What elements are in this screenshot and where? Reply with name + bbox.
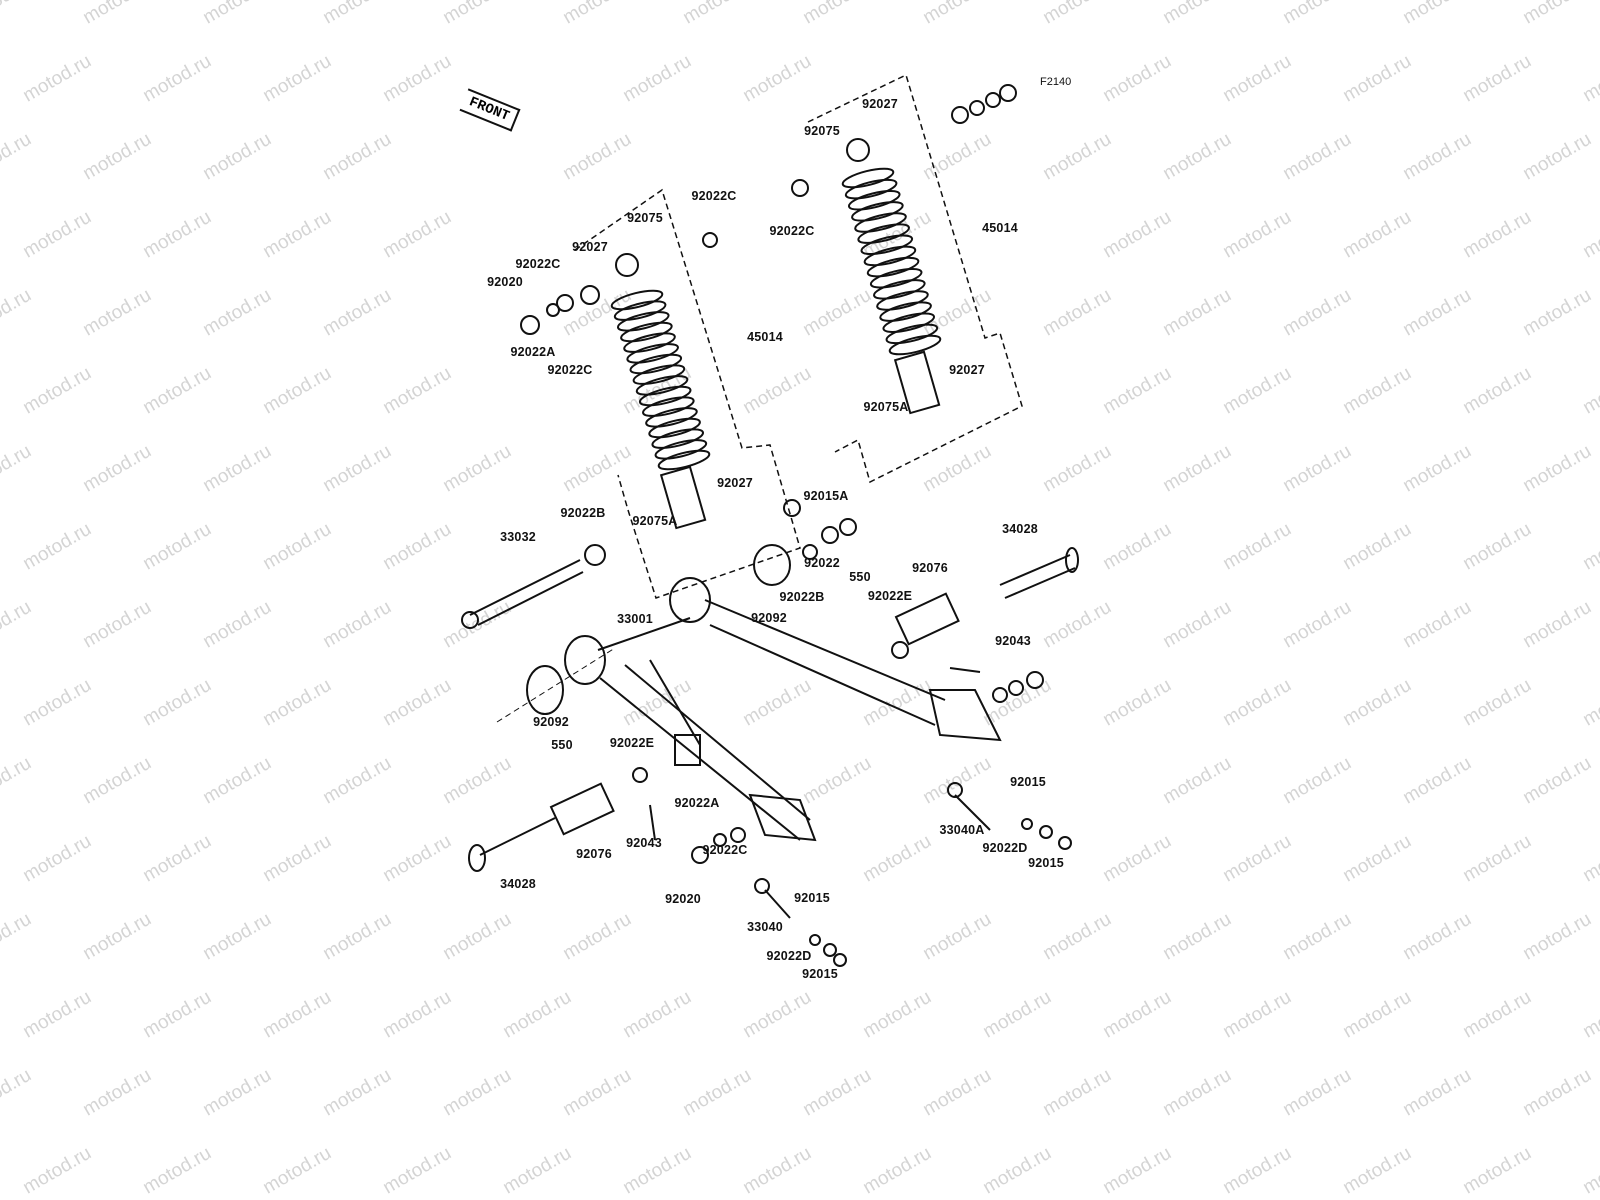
spring-coil <box>642 396 695 417</box>
shock-body <box>893 350 941 415</box>
spring-coil <box>869 267 923 289</box>
callout-label: 45014 <box>747 330 783 344</box>
spring-coil <box>635 375 689 396</box>
callout-label: 92020 <box>665 892 701 906</box>
callout-label: 33040 <box>747 920 783 934</box>
callout-label: 92015 <box>794 891 830 905</box>
spring-coil <box>847 190 901 211</box>
bolts <box>461 84 1079 967</box>
callout-label: 92022C <box>769 224 815 238</box>
shock-absorber-left <box>610 253 711 530</box>
spring-coil <box>623 332 676 353</box>
spring-coil <box>873 279 926 300</box>
callout-label: 92022A <box>674 796 720 810</box>
callout-label: 34028 <box>500 877 536 891</box>
shock-body <box>659 465 707 530</box>
callout-label: 92022D <box>982 841 1028 855</box>
shock-absorber-right <box>841 138 942 415</box>
callout-label: 92076 <box>576 847 612 861</box>
callout-label: 92022 <box>804 556 840 570</box>
spring-coil <box>860 234 914 256</box>
callout-label: 92022A <box>510 345 556 359</box>
callout-label: 92043 <box>995 634 1031 648</box>
callout-label: 92022C <box>547 363 593 377</box>
callout-label: 92076 <box>912 561 948 575</box>
spring-coil <box>888 334 942 356</box>
callout-label: 92022B <box>560 506 606 520</box>
callout-label: 92075A <box>863 400 909 414</box>
spring-coil <box>645 407 698 428</box>
callout-label: 92075A <box>632 514 678 528</box>
callout-label: 92027 <box>862 97 898 111</box>
callout-label: 92022D <box>766 949 812 963</box>
callout-label: 92015A <box>803 489 849 503</box>
callout-label: 92022E <box>609 736 655 750</box>
spring-coil <box>613 300 667 321</box>
callout-label: 92027 <box>949 363 985 377</box>
swingarm <box>526 544 1002 842</box>
callout-label: 92022B <box>779 590 825 604</box>
callout-label: 45014 <box>982 221 1018 235</box>
callout-label: 92075 <box>804 124 840 138</box>
callout-label: 92022E <box>867 589 913 603</box>
spring-coil <box>654 439 708 460</box>
callout-label: 92015 <box>1028 856 1064 870</box>
callout-label: 550 <box>551 738 573 752</box>
callout-label: 92022C <box>515 257 561 271</box>
callout-label: 92092 <box>751 611 787 625</box>
spring-coil <box>632 364 686 385</box>
spring-coil <box>876 290 929 311</box>
spring-coil <box>648 417 701 439</box>
spring-coil <box>616 311 670 332</box>
spring-coil <box>882 312 936 333</box>
spring-coil <box>863 245 917 267</box>
callout-label: 92015 <box>1010 775 1046 789</box>
callout-label: 92022C <box>691 189 737 203</box>
diagram-code: F2140 <box>1040 76 1072 88</box>
callout-label: 92092 <box>533 715 569 729</box>
callout-label: 550 <box>849 570 871 584</box>
spring-coil <box>638 385 692 407</box>
spring-coil <box>885 323 939 345</box>
spring-coil <box>651 428 705 449</box>
spring-coil <box>854 212 907 233</box>
spring-coil <box>851 201 904 222</box>
callout-label: 92027 <box>572 240 608 254</box>
spring-coil <box>841 167 895 189</box>
callout-label: 92015 <box>802 967 838 981</box>
shock-box-right <box>807 73 1023 484</box>
shock-box-left <box>574 188 801 599</box>
callout-label: 34028 <box>1002 522 1038 536</box>
spring-coil <box>620 321 673 343</box>
spring-coil <box>866 256 920 278</box>
spring-coil <box>610 289 664 311</box>
callout-label: 92020 <box>487 275 523 289</box>
callout-label: 33040A <box>939 823 985 837</box>
spring-coil <box>629 353 683 375</box>
shock-top-eye <box>615 253 639 277</box>
callout-label: 92075 <box>627 211 663 225</box>
spring-coil <box>844 178 898 200</box>
callout-label: 92043 <box>626 836 662 850</box>
spring-coil <box>857 223 910 244</box>
spring-coil <box>657 449 711 471</box>
callout-label: 33032 <box>500 530 536 544</box>
spring-coil <box>879 301 932 322</box>
callout-label: 92022C <box>702 843 748 857</box>
callout-label: 92027 <box>717 476 753 490</box>
spring-coil <box>626 343 679 364</box>
callout-label: 33001 <box>617 612 653 626</box>
shock-top-eye <box>846 138 870 162</box>
